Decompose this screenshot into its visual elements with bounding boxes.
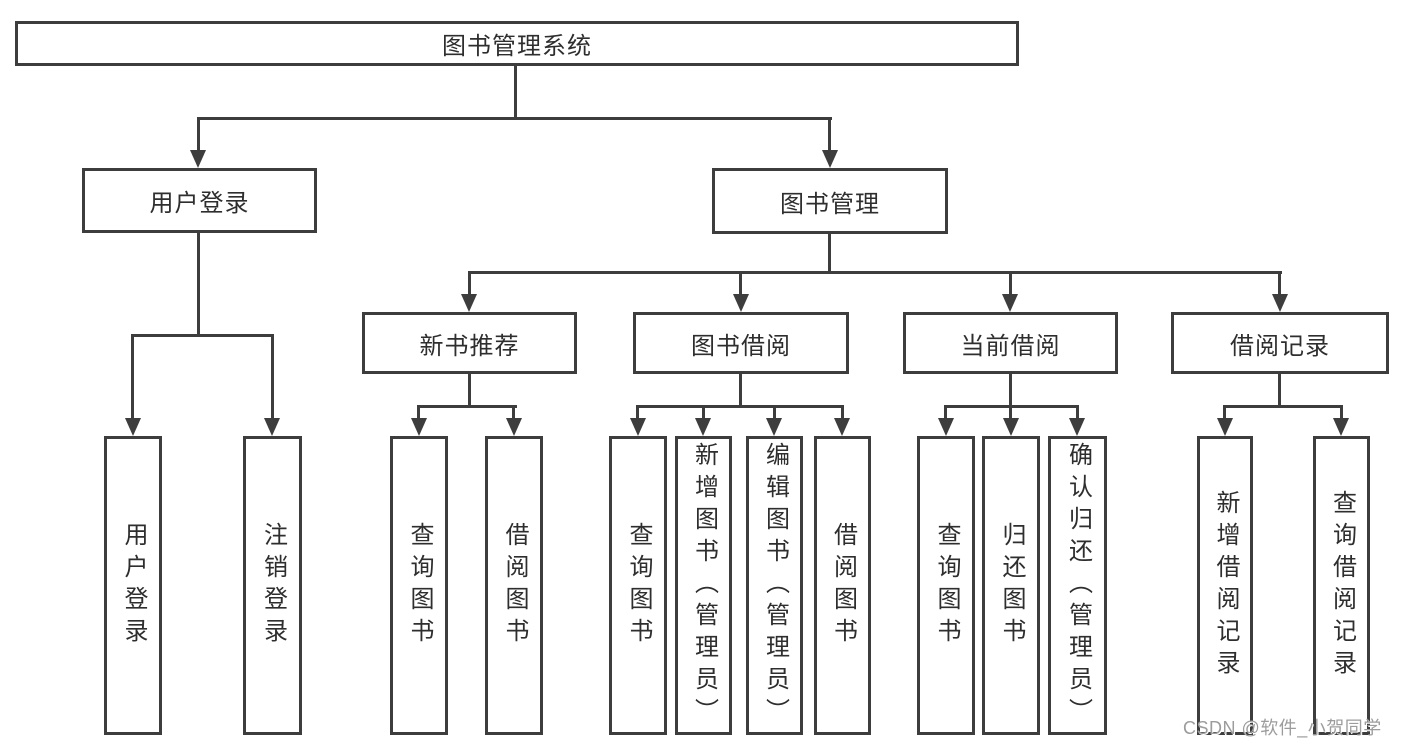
arrowhead-down-icon [938,418,954,436]
arrowhead-down-icon [411,418,427,436]
connector-stem [773,405,776,420]
node-label: 借阅图书 [501,521,528,650]
connector-stem [1009,271,1012,295]
connector-stem [271,334,274,418]
connector-section-trunk [1278,374,1281,407]
arrowhead-down-icon [1333,418,1349,436]
arrowhead-down-icon [1002,294,1018,312]
node-label: 用户登录 [120,521,147,650]
connector-stem [1340,405,1343,420]
connector-stem [702,405,705,420]
leaf-current-return-books: 归还图书 [982,436,1040,735]
leaf-borrowing-query-books: 查询图书 [609,436,667,735]
node-label: 新增图书（管理员） [690,441,718,730]
node-label: 图书借阅 [691,332,791,360]
arrowhead-down-icon [1069,418,1085,436]
connector-root-trunk [514,66,517,120]
node-borrowing-records: 借阅记录 [1171,312,1389,374]
node-book-management: 图书管理 [712,168,948,234]
connector-level3-rail [468,271,1282,274]
node-current-borrowing: 当前借阅 [903,312,1118,374]
leaf-recommend-borrow-books: 借阅图书 [485,436,543,735]
connector-stem [512,405,515,420]
arrowhead-down-icon [630,418,646,436]
node-label: 用户登录 [149,190,250,217]
connector-login-trunk [197,233,200,336]
leaf-user-login: 用户登录 [104,436,162,735]
connector-leaf-rail [1223,405,1343,408]
leaf-records-query-record: 查询借阅记录 [1313,436,1370,735]
connector-login-rail [131,334,274,337]
connector-leaf-rail [636,405,844,408]
arrowhead-down-icon [822,150,838,168]
leaf-current-confirm-return-admin: 确认归还（管理员） [1048,436,1107,735]
arrowhead-down-icon [733,294,749,312]
arrowhead-down-icon [125,418,141,436]
node-label: 查询图书 [406,521,433,650]
arrowhead-down-icon [1272,294,1288,312]
connector-section-trunk [739,374,742,407]
node-label: 查询借阅记录 [1328,489,1356,682]
node-label: 图书管理 [780,190,880,218]
arrowhead-down-icon [695,418,711,436]
connector-section-trunk [468,374,471,407]
arrowhead-down-icon [190,150,206,168]
connector-stem [468,271,471,295]
node-library-management-system: 图书管理系统 [15,21,1019,66]
node-label: 借阅图书 [829,521,857,650]
node-label: 新书推荐 [419,332,520,360]
arrowhead-down-icon [766,418,782,436]
connector-stem [739,271,742,295]
leaf-borrowing-edit-books-admin: 编辑图书（管理员） [746,436,803,735]
node-label: 借阅记录 [1230,332,1330,360]
leaf-recommend-query-books: 查询图书 [390,436,448,735]
node-label: 查询图书 [933,521,960,650]
connector-stem [417,405,420,420]
node-book-borrowing: 图书借阅 [633,312,849,374]
connector-stem [1076,405,1079,420]
node-label: 新增借阅记录 [1212,489,1239,682]
connector-stem [1278,271,1281,295]
arrowhead-down-icon [1217,418,1233,436]
node-user-login: 用户登录 [82,168,317,233]
connector-stem [944,405,947,420]
node-label: 注销登录 [259,521,287,650]
connector-stem [828,117,831,150]
node-label: 归还图书 [998,521,1025,650]
connector-mgmt-trunk [828,234,831,273]
leaf-borrowing-borrow-books: 借阅图书 [814,436,871,735]
connector-stem [636,405,639,420]
connector-section-trunk [1009,374,1012,407]
leaf-borrowing-add-books-admin: 新增图书（管理员） [675,436,732,735]
node-label: 图书管理系统 [442,33,592,60]
node-label: 当前借阅 [960,332,1061,360]
node-new-book-recommendation: 新书推荐 [362,312,577,374]
arrowhead-down-icon [461,294,477,312]
connector-stem [1223,405,1226,420]
leaf-records-add-record: 新增借阅记录 [1197,436,1253,735]
arrowhead-down-icon [264,418,280,436]
connector-stem [841,405,844,420]
node-label: 确认归还（管理员） [1064,441,1092,730]
leaf-logout: 注销登录 [243,436,302,735]
connector-leaf-rail [417,405,517,408]
connector-stem [131,334,134,418]
arrowhead-down-icon [1003,418,1019,436]
leaf-current-query-books: 查询图书 [917,436,975,735]
csdn-watermark: CSDN @软件_小贺同学 [1183,718,1382,738]
arrowhead-down-icon [506,418,522,436]
connector-stem [197,117,200,150]
connector-level2-rail [197,117,832,120]
node-label: 编辑图书（管理员） [761,441,789,730]
node-label: 查询图书 [625,521,652,650]
arrowhead-down-icon [834,418,850,436]
connector-stem [1009,405,1012,420]
